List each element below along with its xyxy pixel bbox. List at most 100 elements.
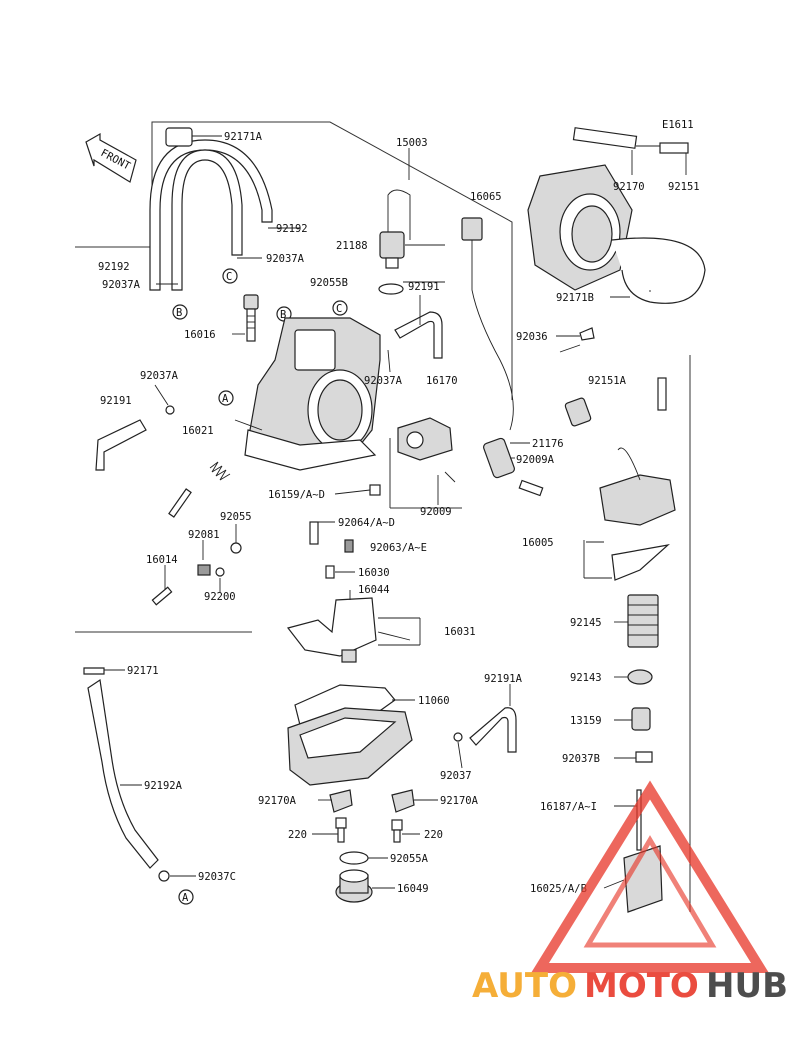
- label-92037A-l2: 92037A: [140, 370, 179, 382]
- label-21188: 21188: [336, 240, 368, 252]
- circle-ref-C-carb: C: [332, 300, 348, 316]
- circle-ref-label: C: [336, 303, 342, 315]
- holder-13159: [631, 707, 651, 731]
- screw-220-right: [391, 819, 403, 843]
- clamp-92171B: [611, 237, 706, 304]
- o-ring-92055B: [378, 283, 404, 295]
- hose-92191-left: [95, 419, 147, 471]
- label-92171B: 92171B: [556, 292, 594, 304]
- throttle-pulley: [397, 417, 544, 497]
- screw-220-left: [335, 817, 347, 843]
- label-16187: 16187/A~I: [540, 801, 597, 813]
- label-92009: 92009: [420, 506, 452, 518]
- label-92143: 92143: [570, 672, 602, 684]
- clip-92171: [83, 667, 105, 675]
- watermark-auto: AUTO: [472, 966, 577, 1006]
- circle-ref-A-bottom: A: [178, 889, 194, 905]
- circle-ref-label: A: [182, 892, 189, 904]
- hose-92191A: [469, 707, 517, 753]
- label-92192A: 92192A: [144, 780, 183, 792]
- label-92170A-right: 92170A: [440, 795, 479, 807]
- label-92151A: 92151A: [588, 375, 627, 387]
- label-92081: 92081: [188, 529, 220, 541]
- label-92191-top: 92191: [408, 281, 440, 293]
- circle-ref-label: A: [222, 393, 229, 405]
- leader-lines: [104, 135, 687, 889]
- label-16044: 16044: [358, 584, 390, 596]
- circle-ref-label: B: [280, 309, 286, 321]
- label-92009A: 92009A: [516, 454, 555, 466]
- watermark: AUTO MOTO HUB: [472, 780, 788, 1006]
- label-92037A-mid: 92037A: [364, 375, 403, 387]
- watermark-moto: MOTO: [584, 966, 699, 1006]
- label-92171: 92171: [127, 665, 159, 677]
- circle-ref-C-top: C: [222, 268, 238, 284]
- label-15003: 15003: [396, 137, 428, 149]
- idle-screw-assembly: [168, 461, 231, 518]
- screw-16016: [243, 294, 259, 342]
- label-92037B: 92037B: [562, 753, 600, 765]
- label-16030: 16030: [358, 567, 390, 579]
- label-92055: 92055: [220, 511, 252, 523]
- clamp-92037C: [158, 870, 170, 882]
- float-bowl: [287, 707, 413, 786]
- watermark-hub: HUB: [706, 966, 788, 1006]
- label-92192-top: 92192: [276, 223, 308, 235]
- label-16065: 16065: [470, 191, 502, 203]
- carburetor-body: [244, 317, 381, 471]
- label-21176: 21176: [532, 438, 564, 450]
- circle-ref-A-carb: A: [218, 390, 234, 406]
- cable-16065: [461, 217, 514, 431]
- label-92037A-left: 92037A: [102, 279, 141, 291]
- front-arrow-icon: FRONT: [85, 132, 137, 183]
- label-92037A-c: 92037A: [266, 253, 305, 265]
- o-ring-92055A: [339, 851, 369, 865]
- vent-hose-top-left: [149, 127, 273, 291]
- label-92151: 92151: [668, 181, 700, 193]
- label-92191-left: 92191: [100, 395, 132, 407]
- label-92170A-left: 92170A: [258, 795, 297, 807]
- label-92192-left: 92192: [98, 261, 130, 273]
- label-92055A: 92055A: [390, 853, 429, 865]
- drain-plug-16049: [335, 869, 373, 903]
- label-220-left: 220: [288, 829, 307, 841]
- label-16016: 16016: [184, 329, 216, 341]
- hose-92191-top: [394, 311, 443, 359]
- label-16159: 16159/A~D: [268, 489, 325, 501]
- label-11060: 11060: [418, 695, 450, 707]
- small-parts-mid: [151, 484, 381, 606]
- label-92036: 92036: [516, 331, 548, 343]
- intake-holder: [527, 127, 689, 291]
- label-220-right: 220: [424, 829, 443, 841]
- diagram-ref-code: E1611: [662, 119, 694, 131]
- circle-ref-label: B: [176, 307, 182, 319]
- label-92037C: 92037C: [198, 871, 236, 883]
- label-13159: 13159: [570, 715, 602, 727]
- label-16014: 16014: [146, 554, 178, 566]
- throttle-valve-16025: [623, 845, 663, 913]
- label-16021: 16021: [182, 425, 214, 437]
- label-16031: 16031: [444, 626, 476, 638]
- label-16025: 16025/A/B: [530, 883, 587, 895]
- bracket-92170A-right: [391, 789, 415, 813]
- clamp-92037: [453, 732, 463, 742]
- hose-92192A: [87, 678, 159, 869]
- clip-92036: [579, 327, 595, 341]
- label-92191A: 92191A: [484, 673, 523, 685]
- circle-ref-label: C: [226, 271, 232, 283]
- label-92064: 92064/A~D: [338, 517, 395, 529]
- spring-92145: [627, 594, 659, 648]
- clamp-92037A-left: [165, 405, 175, 415]
- plug-92143: [627, 669, 653, 685]
- bracket-92170A-left: [329, 789, 353, 813]
- label-16005: 16005: [522, 537, 554, 549]
- clip-92037B: [635, 751, 653, 763]
- label-92055B: 92055B: [310, 277, 348, 289]
- throttle-sensor-part: [379, 189, 411, 269]
- label-16170: 16170: [426, 375, 458, 387]
- circle-ref-B-top: B: [172, 304, 188, 320]
- label-92171A: 92171A: [224, 131, 263, 143]
- label-16049: 16049: [397, 883, 429, 895]
- section-frames: [75, 121, 691, 912]
- part-labels: 92171A 15003 16065 92192 92037A 92192 92…: [98, 131, 700, 895]
